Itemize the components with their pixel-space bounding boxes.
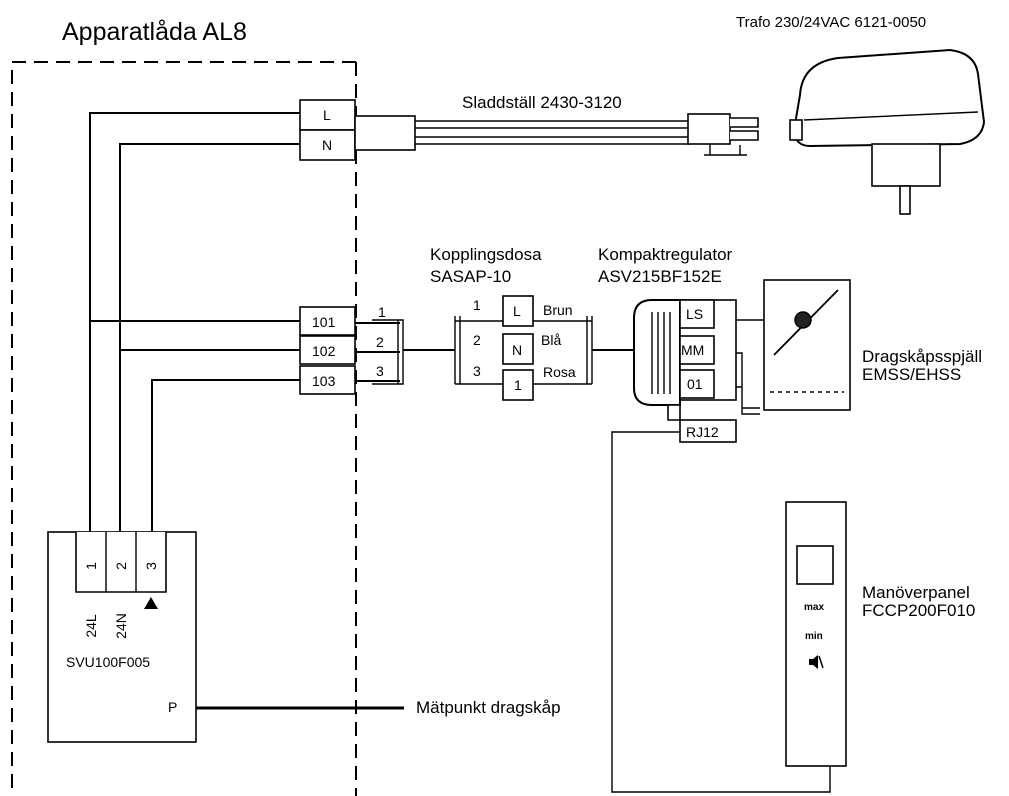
controller-name: Kompaktregulator bbox=[598, 245, 733, 264]
power-terminal-block: L N bbox=[299, 99, 356, 161]
junction-box: Kopplingsdosa SASAP-10 1 2 3 L N 1 Brun … bbox=[430, 245, 634, 401]
wire-number-3: 3 bbox=[376, 363, 384, 379]
compact-controller: Kompaktregulator ASV215BF152E LS MM 01 R… bbox=[598, 245, 737, 443]
terminal-L-label: L bbox=[323, 107, 331, 123]
junction-number-3: 3 bbox=[473, 363, 481, 379]
panel-max-label: max bbox=[804, 602, 824, 613]
transformer-plug bbox=[871, 143, 941, 187]
wire-color-rosa: Rosa bbox=[543, 364, 576, 380]
damper: Dragskåpsspjäll EMSS/EHSS bbox=[736, 279, 982, 415]
operator-panel: max min Manöverpanel FCCP200F010 bbox=[785, 501, 975, 767]
panel-model: FCCP200F010 bbox=[862, 601, 975, 620]
terminal-102 bbox=[299, 335, 356, 365]
controller-terminal-01 bbox=[679, 369, 715, 399]
damper-name: Dragskåpsspjäll bbox=[862, 347, 982, 366]
controller-port-label: RJ12 bbox=[686, 424, 719, 440]
wire-color-brun: Brun bbox=[543, 302, 573, 318]
junction-terminal-L bbox=[502, 295, 534, 327]
transformer-label: Trafo 230/24VAC 6121-0050 bbox=[736, 14, 926, 31]
cord-sleeve bbox=[354, 115, 416, 151]
sensor-unit: 1 2 3 24L 24N SVU100F005 P bbox=[47, 531, 197, 743]
panel-name: Manöverpanel bbox=[862, 583, 970, 602]
terminal-102-label: 102 bbox=[312, 343, 336, 359]
sensor-pin-label-24N: 24N bbox=[113, 613, 129, 639]
title: Apparatlåda AL8 bbox=[62, 18, 247, 46]
internal-wiring bbox=[89, 112, 300, 532]
mute-icon bbox=[809, 655, 824, 669]
controller-terminal-LS bbox=[679, 299, 715, 329]
controller-model: ASV215BF152E bbox=[598, 267, 722, 286]
sensor-pin-label-24L: 24L bbox=[83, 614, 99, 638]
sensor-pin-1: 1 bbox=[83, 562, 99, 570]
signal-cable: 1 2 3 bbox=[355, 304, 455, 385]
junction-box-name: Kopplingsdosa bbox=[430, 245, 542, 264]
damper-blade-pivot bbox=[794, 311, 812, 329]
damper-housing bbox=[763, 279, 851, 411]
wire-number-1: 1 bbox=[378, 304, 386, 320]
controller-terminal-01-label: 01 bbox=[687, 376, 703, 392]
signal-terminal-block: 101 102 103 bbox=[299, 306, 356, 395]
measure-point-label: Mätpunkt dragskåp bbox=[416, 698, 561, 717]
panel-cable bbox=[611, 431, 831, 793]
transformer bbox=[789, 48, 986, 215]
sensor-unit-model: SVU100F005 bbox=[66, 654, 150, 670]
transformer-socket bbox=[789, 119, 803, 141]
wire-number-2: 2 bbox=[376, 334, 384, 350]
controller-terminal-MM-label: MM bbox=[681, 342, 704, 358]
sensor-port-label: P bbox=[168, 699, 177, 715]
controller-port-rj12 bbox=[679, 419, 737, 443]
cord-plug bbox=[687, 113, 731, 145]
junction-terminal-L-label: L bbox=[513, 303, 521, 319]
terminal-101 bbox=[299, 306, 356, 336]
junction-number-2: 2 bbox=[473, 332, 481, 348]
controller-terminal-MM bbox=[679, 335, 715, 365]
wire-color-bla: Blå bbox=[541, 332, 561, 348]
panel-display bbox=[796, 545, 834, 585]
terminal-101-label: 101 bbox=[312, 314, 336, 330]
cord-label: Sladdställ 2430-3120 bbox=[462, 93, 622, 112]
sensor-pin-3: 3 bbox=[143, 562, 159, 570]
terminal-N-label: N bbox=[322, 137, 332, 153]
transformer-prong bbox=[899, 185, 911, 215]
junction-terminal-N bbox=[502, 333, 534, 365]
enclosure-outline bbox=[11, 61, 357, 796]
junction-box-model: SASAP-10 bbox=[430, 267, 511, 286]
damper-model: EMSS/EHSS bbox=[862, 365, 961, 384]
sensor-pin-2: 2 bbox=[113, 562, 129, 570]
junction-terminal-1-label: 1 bbox=[514, 377, 522, 393]
signal-triangle-icon bbox=[144, 597, 158, 609]
junction-number-1: 1 bbox=[473, 297, 481, 313]
junction-terminal-1 bbox=[502, 369, 534, 401]
junction-terminal-N-label: N bbox=[512, 342, 522, 358]
terminal-N bbox=[299, 129, 356, 161]
terminal-103-label: 103 bbox=[312, 373, 336, 389]
panel-min-label: min bbox=[805, 631, 823, 642]
power-cord: Sladdställ 2430-3120 bbox=[354, 93, 759, 156]
controller-terminal-LS-label: LS bbox=[686, 306, 703, 322]
